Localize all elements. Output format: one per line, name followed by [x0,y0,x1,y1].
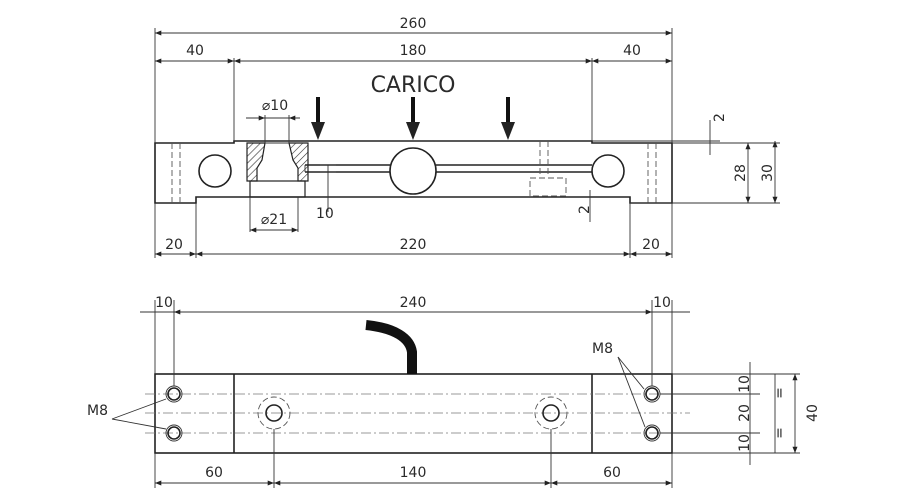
side-view: CARICO 260 40 180 40 ⌀10 ⌀21 10 [154,16,780,258]
dim-width: 40 [805,404,821,422]
dim-right-end: 40 [623,43,641,59]
dim-equal-bot: = [772,427,788,439]
dim-right-mount: 60 [603,465,621,481]
load-arrows [311,97,515,140]
dim-bottom-left: 20 [165,237,183,253]
dim-left-mount: 60 [205,465,223,481]
bore-section [246,142,309,198]
thread-label-right: M8 [592,341,613,357]
plate-outline [154,373,673,454]
dim-middle: 180 [400,43,427,59]
center-bore [389,147,437,195]
dim-hole-span: 240 [400,295,427,311]
dim-bore-small: ⌀10 [262,98,288,114]
dim-overall-length: 260 [400,16,427,32]
dim-bore-large: ⌀21 [261,212,287,228]
dim-slot-right: 2 [577,205,593,214]
thread-label-left: M8 [87,403,108,419]
dim-bottom-span: 220 [400,237,427,253]
dim-total-height: 30 [760,164,776,182]
dim-left-edge: 10 [155,295,173,311]
dim-right-edge: 10 [653,295,671,311]
dim-equal-top: = [772,387,788,399]
dim-v-bot: 10 [737,434,753,452]
dim-v-mid: 20 [737,404,753,422]
left-end-hole [198,154,232,188]
dim-slot-left: 10 [316,206,334,222]
dim-v-top: 10 [737,375,753,393]
dim-gap-top: 2 [712,113,728,122]
cable [365,320,417,374]
dim-left-end: 40 [186,43,204,59]
dim-mid-mount: 140 [400,465,427,481]
top-view: M8 M8 10 240 10 60 140 60 10 20 [87,295,821,488]
load-label: CARICO [371,73,456,98]
dim-inner-height: 28 [733,164,749,182]
dim-bottom-right: 20 [642,237,660,253]
right-end-hole [591,154,625,188]
